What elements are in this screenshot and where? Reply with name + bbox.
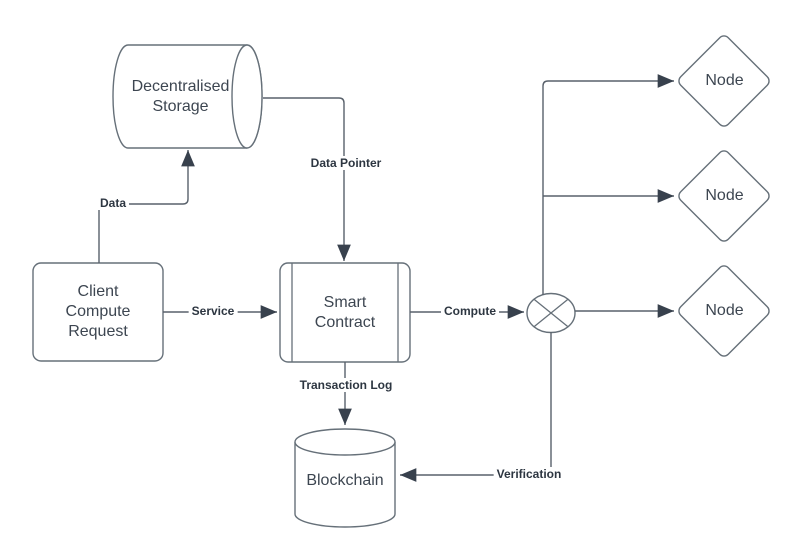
client-label-line2: Compute bbox=[65, 303, 131, 320]
node-bottom-label: Node bbox=[677, 263, 772, 358]
storage-label: Decentralised Storage bbox=[113, 45, 248, 148]
node-top-diamond-shape bbox=[678, 35, 770, 127]
storage-label-line1: Decentralised bbox=[131, 77, 230, 95]
junction-crossed-circle-shape bbox=[526, 292, 576, 334]
edge-label-data: Data bbox=[96, 196, 130, 210]
storage-cylinder-shape bbox=[112, 44, 263, 149]
edge-junction-to-node-top bbox=[542, 74, 674, 295]
blockchain-label-text: Blockchain bbox=[306, 472, 384, 489]
node-top-label: Node bbox=[677, 33, 772, 128]
storage-label-line2: Storage bbox=[152, 97, 209, 115]
node-middle-diamond-shape bbox=[678, 150, 770, 242]
edge-label-verification: Verification bbox=[493, 467, 565, 481]
node-bottom-label-text: Node bbox=[705, 301, 744, 319]
smart-contract-label-line1: Smart bbox=[323, 293, 367, 311]
node-top-label-text: Node bbox=[705, 71, 744, 89]
blockchain-cylinder-shape bbox=[294, 428, 396, 528]
client-label-line3: Request bbox=[68, 323, 128, 340]
edge-label-compute: Compute bbox=[441, 304, 499, 318]
edge-label-data-pointer: Data Pointer bbox=[307, 156, 385, 170]
client-label-line1: Client bbox=[77, 283, 119, 300]
edge-verification bbox=[400, 332, 552, 482]
edge-data-pointer bbox=[263, 97, 351, 261]
node-middle-label: Node bbox=[677, 148, 772, 243]
smart-contract-shape bbox=[279, 262, 411, 363]
blockchain-label: Blockchain bbox=[295, 438, 395, 524]
client-label: Client Compute Request bbox=[33, 263, 163, 361]
node-middle-label-text: Node bbox=[705, 186, 744, 204]
node-bottom-diamond-shape bbox=[678, 265, 770, 357]
edge-label-service: Service bbox=[188, 304, 238, 318]
smart-contract-label-line2: Contract bbox=[314, 313, 376, 331]
smart-contract-label: Smart Contract bbox=[280, 263, 410, 362]
edge-label-transaction-log: Transaction Log bbox=[296, 378, 396, 392]
